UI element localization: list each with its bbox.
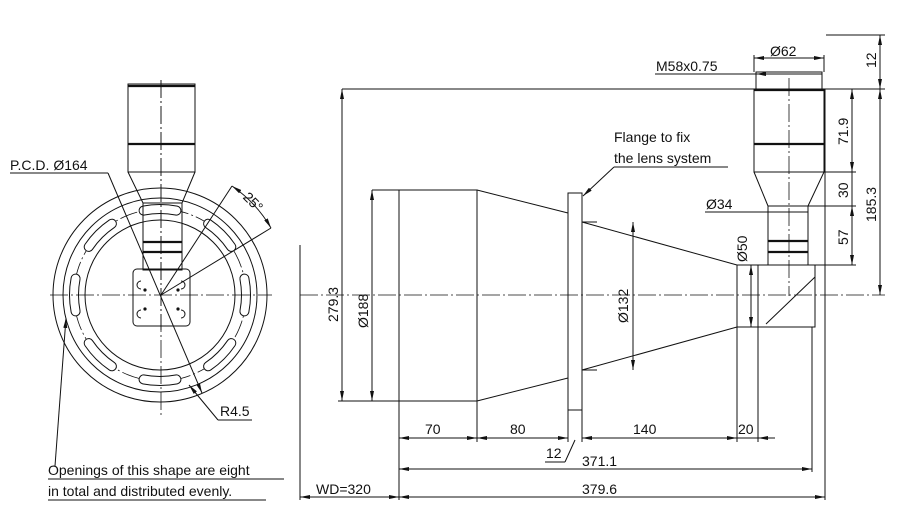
dim-12-flange: 12	[546, 445, 562, 461]
mounting-flange	[567, 192, 583, 411]
slot-opening	[139, 205, 181, 215]
flange-note-line2: the lens system	[614, 150, 711, 166]
slot-opening	[84, 219, 116, 251]
dim-140: 140	[633, 421, 657, 437]
pcd-label: P.C.D. Ø164	[10, 157, 88, 173]
dim-d50: Ø50	[734, 235, 750, 262]
slot-opening	[204, 339, 236, 371]
dim-371-1: 371.1	[582, 453, 617, 469]
dim-d132: Ø132	[615, 289, 631, 323]
dim-279-3: 279.3	[325, 287, 341, 322]
lens-tube	[142, 202, 183, 271]
connector-tube	[736, 264, 759, 328]
right-angle-prism-housing	[757, 264, 816, 328]
dim-57: 57	[835, 229, 851, 245]
dim-80: 80	[510, 421, 526, 437]
slot-opening	[84, 339, 116, 371]
working-distance-label: WD=320	[316, 481, 371, 497]
dim-30: 30	[835, 182, 851, 198]
slot-opening	[139, 375, 181, 385]
front-cylinder	[398, 189, 478, 402]
openings-note-line1: Openings of this shape are eight	[48, 462, 250, 478]
radius-label: R4.5	[220, 403, 250, 419]
angle-label: 25°	[240, 189, 266, 215]
dim-d188: Ø188	[355, 294, 371, 328]
dim-20: 20	[738, 421, 754, 437]
front-cone	[476, 189, 569, 402]
openings-note-line2: in total and distributed evenly.	[48, 483, 232, 499]
slot-openings	[69, 204, 251, 386]
dim-d62: Ø62	[770, 43, 797, 59]
prism-mirror	[765, 276, 816, 325]
slot-opening	[70, 274, 80, 316]
flange-note-line1: Flange to fix	[614, 129, 690, 145]
mount-screw-holes	[136, 280, 186, 319]
thread-label: M58x0.75	[656, 58, 718, 74]
mount-block	[132, 268, 191, 327]
dim-71-9: 71.9	[835, 118, 851, 145]
camera-tube	[767, 205, 809, 266]
dim-379-6: 379.6	[582, 481, 617, 497]
dim-70: 70	[425, 421, 441, 437]
slot-opening	[204, 219, 236, 251]
lens-barrel	[127, 83, 196, 173]
side-view: Flange to fix the lens system M58x0.75 Ø…	[299, 34, 885, 500]
dim-185-3: 185.3	[863, 187, 879, 222]
dim-12-top: 12	[863, 52, 879, 68]
front-view: P.C.D. Ø164 25° R4.5 Openings of this sh…	[10, 80, 284, 501]
rear-cone	[581, 221, 738, 371]
dim-d34: Ø34	[706, 196, 733, 212]
